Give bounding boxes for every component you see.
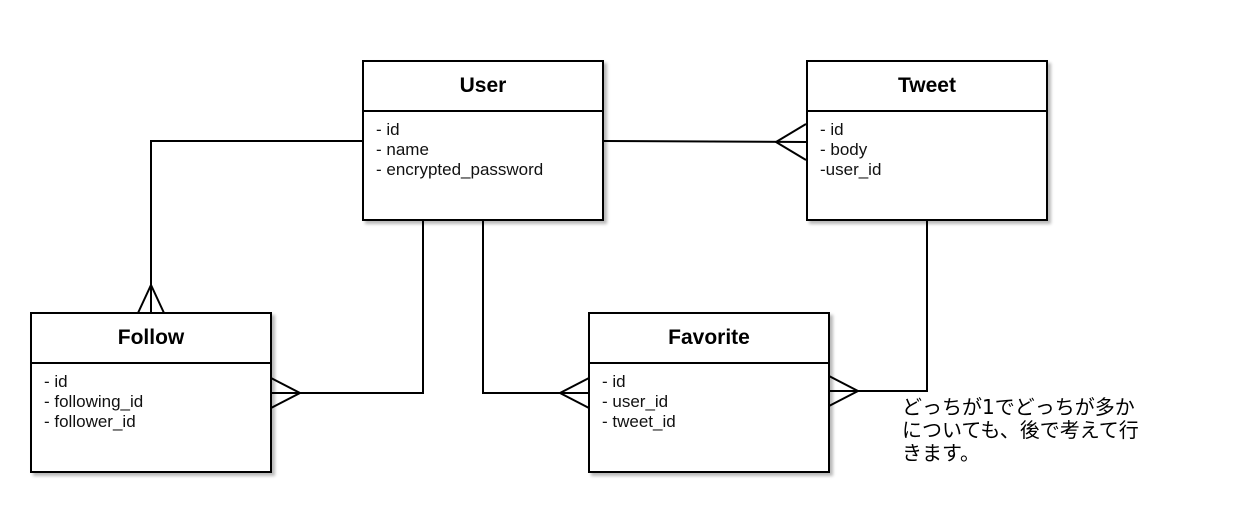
entity-tweet[interactable]: Tweet - id - body -user_id (806, 60, 1048, 221)
crowfoot-follow-right (270, 377, 303, 409)
entity-title: Follow (32, 314, 270, 364)
edge-user-follow-right (271, 221, 424, 394)
entity-title: User (364, 62, 602, 112)
entity-user[interactable]: User - id - name - encrypted_password (362, 60, 604, 221)
entity-title: Favorite (590, 314, 828, 364)
entity-title: Tweet (808, 62, 1046, 112)
field: - encrypted_password (376, 160, 544, 179)
field: - body (820, 140, 868, 159)
field: -user_id (820, 160, 882, 179)
entity-fields: - id - name - encrypted_password (364, 112, 602, 188)
field: - id (44, 372, 68, 391)
field: - following_id (44, 392, 144, 411)
field: - id (602, 372, 626, 391)
edge-tweet-favorite (829, 221, 928, 392)
edge-user-tweet (603, 140, 807, 143)
crowfoot-favorite-right (828, 375, 861, 407)
edge-user-follow-left (150, 140, 362, 313)
crowfoot-tweet (774, 123, 807, 161)
field: - user_id (602, 392, 669, 411)
field: - tweet_id (602, 412, 676, 431)
entity-fields: - id - user_id - tweet_id (590, 364, 828, 440)
annotation-note: どっちが1でどっちが多か についても、後で考えて行 きます。 (902, 395, 1139, 465)
entity-follow[interactable]: Follow - id - following_id - follower_id (30, 312, 272, 473)
field: - name (376, 140, 429, 159)
field: - id (820, 120, 844, 139)
entity-fields: - id - following_id - follower_id (32, 364, 270, 440)
field: - id (376, 120, 400, 139)
field: - follower_id (44, 412, 136, 431)
edge-user-favorite (482, 221, 589, 394)
entity-fields: - id - body -user_id (808, 112, 1046, 188)
crowfoot-favorite-left (557, 377, 590, 409)
crowfoot-follow-top (137, 282, 165, 314)
entity-favorite[interactable]: Favorite - id - user_id - tweet_id (588, 312, 830, 473)
